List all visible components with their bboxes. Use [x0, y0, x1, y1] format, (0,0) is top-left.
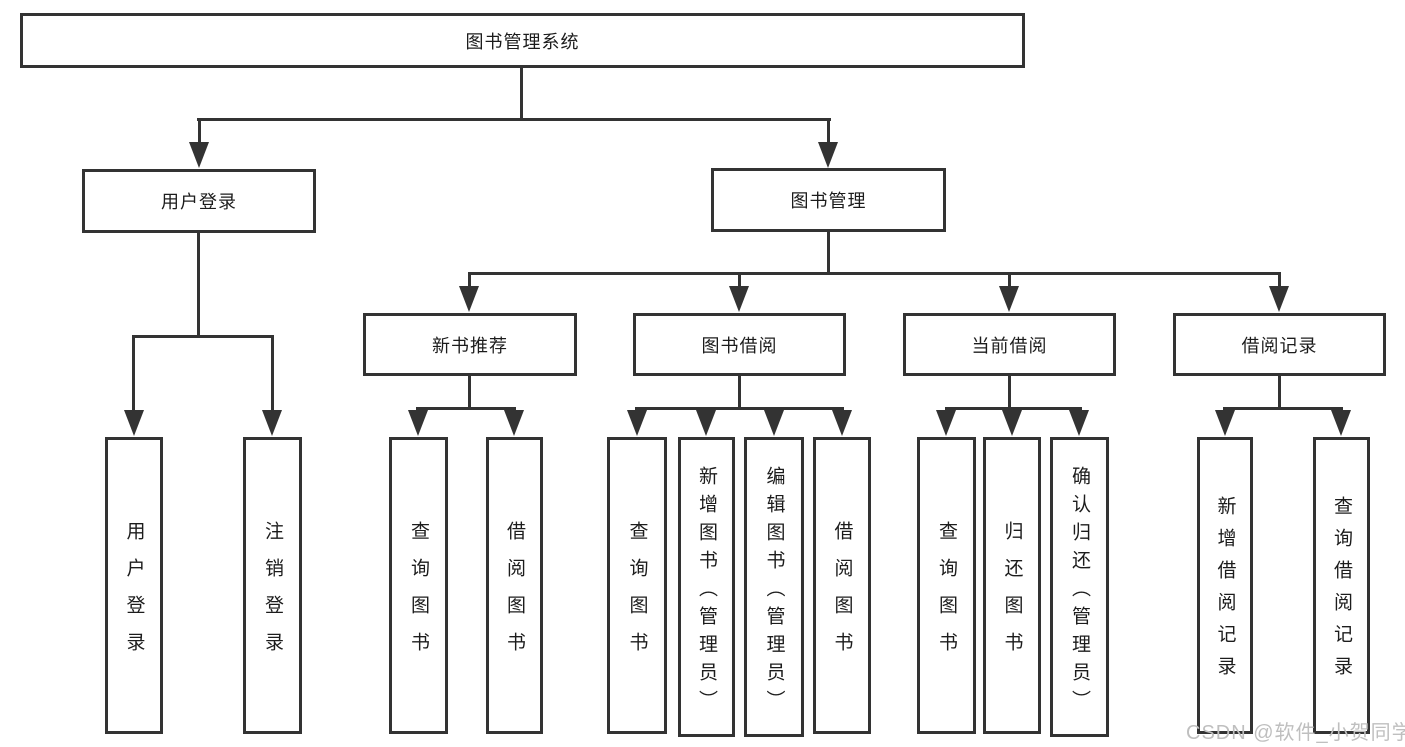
arrowhead-down-icon	[408, 410, 428, 436]
connector-line	[132, 335, 135, 412]
node-label: 借阅图书	[504, 520, 525, 669]
node-label: 新增借阅记录	[1214, 496, 1236, 688]
node-label: 归还图书	[1001, 520, 1023, 669]
connector-line	[738, 272, 741, 289]
connector-line	[738, 376, 741, 410]
leaf-query-books-recommend: 查询图书	[389, 437, 448, 734]
node-label: 图书管理	[790, 191, 867, 211]
leaf-user-login: 用户登录	[105, 437, 163, 734]
node-current-borrow: 当前借阅	[903, 313, 1116, 376]
leaf-add-borrow-record: 新增借阅记录	[1197, 437, 1253, 734]
arrowhead-down-icon	[818, 142, 838, 168]
arrowhead-down-icon	[189, 142, 209, 168]
connector-line	[827, 118, 830, 144]
connector-line	[468, 376, 471, 410]
node-book-borrow: 图书借阅	[633, 313, 846, 376]
connector-line	[468, 272, 471, 289]
arrowhead-down-icon	[936, 410, 956, 436]
leaf-logout: 注销登录	[243, 437, 302, 734]
arrowhead-down-icon	[764, 410, 784, 436]
connector-bar	[635, 407, 844, 410]
watermark: CSDN @软件_小贺同学	[1186, 722, 1405, 744]
connector-bar	[197, 118, 831, 121]
node-label: 注销登录	[262, 520, 283, 669]
node-new-book-recommend: 新书推荐	[363, 313, 577, 376]
connector-line	[1278, 376, 1281, 410]
leaf-return-book: 归还图书	[983, 437, 1041, 734]
node-book-management: 图书管理	[711, 168, 946, 232]
connector-line	[827, 232, 830, 275]
node-label: 确认归还（管理员）	[1069, 465, 1090, 718]
node-label: 查询借阅记录	[1331, 496, 1352, 688]
connector-line	[520, 68, 523, 118]
node-label: 查询图书	[408, 520, 429, 669]
node-label: 新书推荐	[432, 335, 508, 356]
leaf-borrow-books: 借阅图书	[813, 437, 871, 734]
arrowhead-down-icon	[627, 410, 647, 436]
arrowhead-down-icon	[1331, 410, 1351, 436]
arrowhead-down-icon	[832, 410, 852, 436]
leaf-edit-book-admin: 编辑图书（管理员）	[744, 437, 804, 737]
leaf-add-book-admin: 新增图书（管理员）	[678, 437, 735, 737]
connector-line	[1278, 272, 1281, 289]
node-label: 用户登录	[161, 192, 237, 212]
node-label: 图书管理系统	[465, 31, 580, 52]
arrowhead-down-icon	[696, 410, 716, 436]
arrowhead-down-icon	[999, 286, 1019, 312]
connector-line	[271, 335, 274, 412]
connector-line	[198, 118, 201, 144]
node-borrow-records: 借阅记录	[1173, 313, 1386, 376]
leaf-confirm-return-admin: 确认归还（管理员）	[1050, 437, 1109, 737]
arrowhead-down-icon	[1215, 410, 1235, 436]
node-user-login: 用户登录	[82, 169, 316, 233]
connector-line	[197, 233, 200, 338]
arrowhead-down-icon	[459, 286, 479, 312]
node-label: 当前借阅	[971, 335, 1048, 356]
node-label: 查询图书	[626, 520, 648, 669]
arrowhead-down-icon	[262, 410, 282, 436]
arrowhead-down-icon	[1269, 286, 1289, 312]
connector-line	[1008, 272, 1011, 289]
leaf-query-borrow-record: 查询借阅记录	[1313, 437, 1370, 734]
node-label: 查询图书	[936, 520, 957, 669]
arrowhead-down-icon	[1069, 410, 1089, 436]
leaf-borrow-books-recommend: 借阅图书	[486, 437, 543, 734]
node-label: 用户登录	[123, 520, 145, 669]
arrowhead-down-icon	[1002, 410, 1022, 436]
connector-bar	[416, 407, 516, 410]
node-label: 借阅记录	[1241, 335, 1318, 356]
node-label: 新增图书（管理员）	[696, 465, 717, 718]
node-label: 编辑图书（管理员）	[763, 465, 785, 718]
connector-bar	[132, 335, 274, 338]
node-label: 借阅图书	[831, 520, 853, 669]
arrowhead-down-icon	[729, 286, 749, 312]
leaf-query-books-current: 查询图书	[917, 437, 976, 734]
arrowhead-down-icon	[504, 410, 524, 436]
connector-bar	[1223, 407, 1343, 410]
node-root: 图书管理系统	[20, 13, 1025, 68]
connector-bar	[468, 272, 1281, 275]
connector-line	[1008, 376, 1011, 410]
node-label: 图书借阅	[701, 335, 778, 356]
leaf-query-books-borrow: 查询图书	[607, 437, 667, 734]
arrowhead-down-icon	[124, 410, 144, 436]
